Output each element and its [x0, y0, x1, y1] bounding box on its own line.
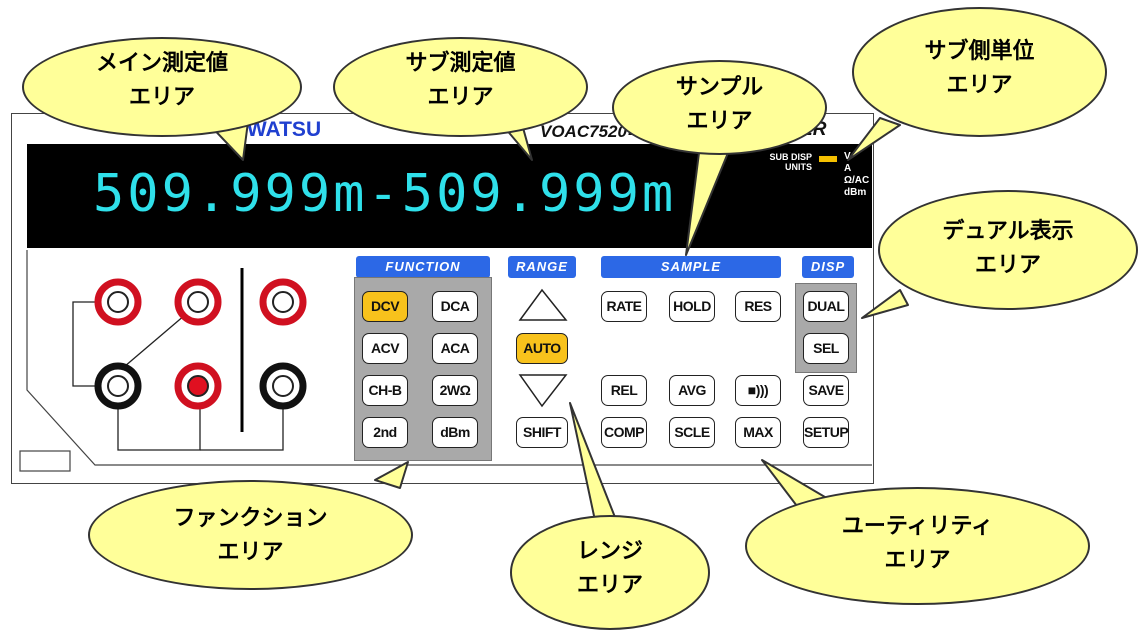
sample-callout-pointer — [685, 144, 731, 256]
sub-units-callout-line2: エリア — [946, 73, 1013, 98]
dca-key[interactable]: DCA — [432, 291, 478, 322]
measurement-reading: 509.999m-509.999m — [93, 164, 677, 224]
sample-callout-line2: エリア — [686, 109, 753, 134]
unit-a: A — [844, 163, 852, 174]
range-callout-line1: レンジ — [576, 539, 643, 564]
disp-section-label: DISP — [802, 256, 854, 278]
range-area-callout-text: レンジ エリア — [510, 535, 710, 603]
utility-area-callout — [745, 487, 1090, 605]
sub-units-callout — [852, 7, 1107, 137]
function-area-callout-text: ファンクション エリア — [88, 502, 413, 570]
brand-logo-text: IWATSU — [241, 118, 322, 141]
sub-callout-line1: サブ測定値 — [405, 51, 516, 76]
sub-units-label-line2: UNITS — [785, 162, 812, 172]
res-key[interactable]: RES — [735, 291, 781, 322]
model-number: VOAC7520 — [540, 122, 627, 141]
sub-units-indicator-led — [819, 156, 837, 162]
sub-display-callout-text: サブ測定値 エリア — [333, 47, 588, 115]
unit-dbm: dBm — [844, 187, 867, 198]
sub-units-label-line1: SUB DISP — [769, 152, 812, 162]
two-wire-ohm-key[interactable]: 2WΩ — [432, 375, 478, 406]
sub-units-callout-text: サブ側単位 エリア — [852, 35, 1107, 103]
unit-ohm-ac: Ω/AC — [844, 175, 870, 186]
comp-key[interactable]: COMP — [601, 417, 647, 448]
acv-key[interactable]: ACV — [362, 333, 408, 364]
function-callout-line2: エリア — [217, 540, 284, 565]
dual-callout-line1: デュアル表示 — [942, 219, 1074, 244]
hold-key[interactable]: HOLD — [669, 291, 715, 322]
rel-key[interactable]: REL — [601, 375, 647, 406]
dual-callout-line2: エリア — [974, 253, 1041, 278]
buzzer-key[interactable]: ■))) — [735, 375, 781, 406]
terminal-jack — [259, 278, 307, 326]
function-callout-pointer — [374, 461, 409, 489]
range-callout-line2: エリア — [576, 573, 643, 598]
unit-v: V — [844, 151, 851, 162]
sub-display-callout — [333, 37, 588, 137]
sub-units-callout-pointer — [847, 117, 901, 161]
sub-units-label: SUB DISP UNITS — [762, 152, 812, 172]
sel-key[interactable]: SEL — [803, 333, 849, 364]
terminal-jack — [259, 362, 307, 410]
main-callout-line1: メイン測定値 — [95, 51, 228, 76]
dcv-key[interactable]: DCV — [362, 291, 408, 322]
sample-section-label: SAMPLE — [601, 256, 781, 278]
auto-range-key[interactable]: AUTO — [516, 333, 568, 364]
max-key[interactable]: MAX — [735, 417, 781, 448]
range-down-arrow-icon[interactable] — [518, 374, 568, 408]
terminal-jack — [94, 278, 142, 326]
save-key[interactable]: SAVE — [803, 375, 849, 406]
setup-key[interactable]: SETUP — [803, 417, 849, 448]
range-area-callout — [510, 515, 710, 630]
dual-display-callout-text: デュアル表示 エリア — [878, 215, 1138, 283]
rate-key[interactable]: RATE — [601, 291, 647, 322]
dual-display-callout — [878, 190, 1138, 310]
utility-callout-line2: エリア — [884, 548, 951, 573]
utility-area-callout-text: ユーティリティ エリア — [745, 510, 1090, 578]
function-callout-line1: ファンクション — [173, 506, 328, 531]
dbm-key[interactable]: dBm — [432, 417, 478, 448]
dual-key[interactable]: DUAL — [803, 291, 849, 322]
avg-key[interactable]: AVG — [669, 375, 715, 406]
main-display-callout — [22, 37, 302, 137]
function-area-callout — [88, 480, 413, 590]
range-section-label: RANGE — [508, 256, 576, 278]
terminal-jack — [174, 278, 222, 326]
shift-key[interactable]: SHIFT — [516, 417, 568, 448]
dual-callout-pointer — [861, 289, 909, 319]
sub-callout-line2: エリア — [427, 85, 494, 110]
utility-callout-line1: ユーティリティ — [841, 514, 994, 539]
main-display-callout-text: メイン測定値 エリア — [22, 47, 302, 115]
function-section-label: FUNCTION — [356, 256, 490, 278]
sample-area-callout-text: サンプル エリア — [612, 71, 827, 139]
second-function-key[interactable]: 2nd — [362, 417, 408, 448]
ch-b-key[interactable]: CH-B — [362, 375, 408, 406]
range-up-arrow-icon[interactable] — [518, 288, 568, 321]
sample-area-callout — [612, 60, 827, 155]
aca-key[interactable]: ACA — [432, 333, 478, 364]
terminal-jack — [174, 362, 222, 410]
scale-key[interactable]: SCLE — [669, 417, 715, 448]
sample-callout-line1: サンプル — [675, 75, 764, 100]
sub-units-callout-line1: サブ側単位 — [924, 39, 1035, 64]
terminal-jack — [94, 362, 142, 410]
main-callout-line2: エリア — [128, 85, 195, 110]
sub-unit-list: V A Ω/AC dBm — [844, 151, 869, 199]
